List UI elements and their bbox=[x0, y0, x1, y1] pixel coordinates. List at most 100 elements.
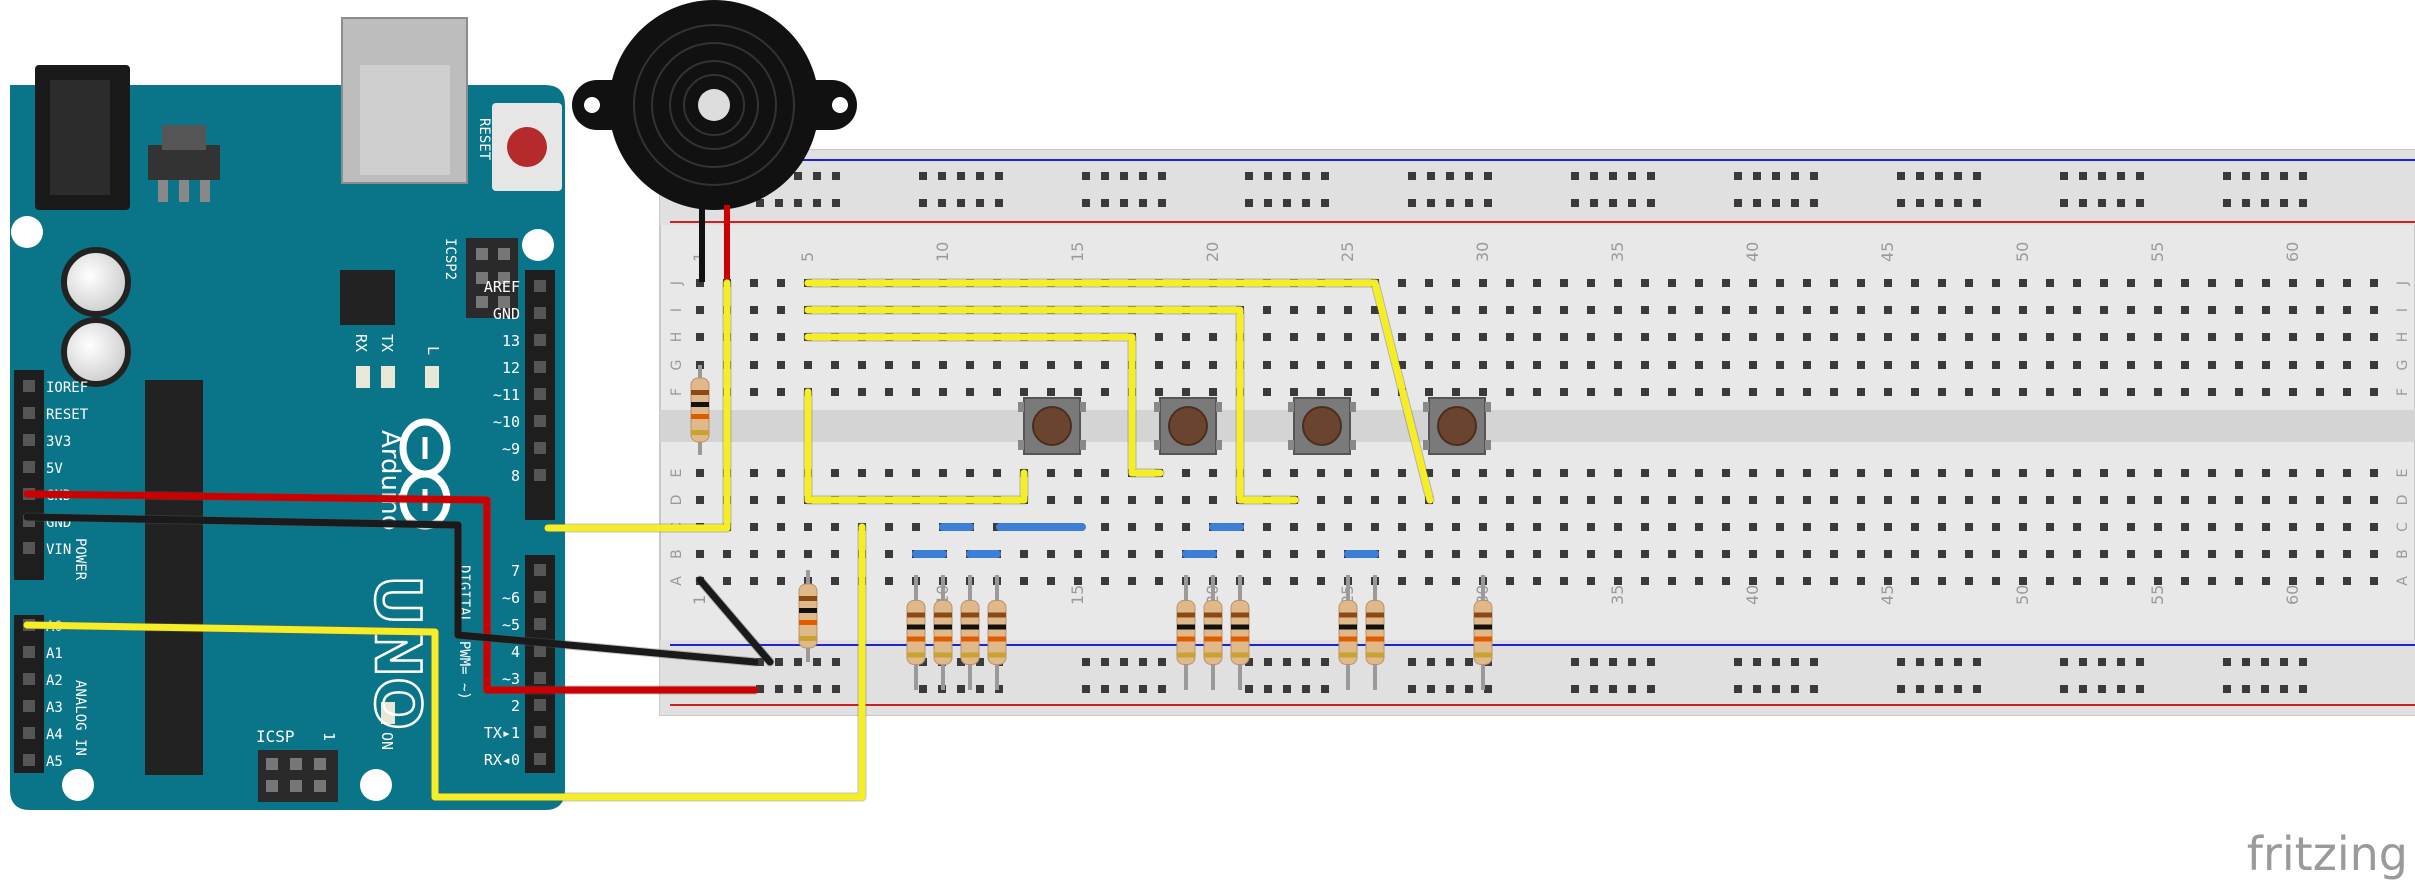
breadboard-hole bbox=[2100, 577, 2108, 585]
breadboard-hole bbox=[2127, 306, 2135, 314]
breadboard-hole bbox=[2235, 550, 2243, 558]
breadboard-hole bbox=[1641, 523, 1649, 531]
breadboard-hole bbox=[696, 496, 704, 504]
breadboard-hole bbox=[804, 361, 812, 369]
rail-hole bbox=[1245, 199, 1253, 207]
row-letter-right: F bbox=[2395, 388, 2411, 396]
rail-hole bbox=[1120, 685, 1128, 693]
breadboard-hole bbox=[2208, 361, 2216, 369]
black-gnd-wire bbox=[23, 513, 759, 666]
rail-hole bbox=[1321, 172, 1329, 180]
rail-hole bbox=[1753, 199, 1761, 207]
breadboard-hole bbox=[1317, 306, 1325, 314]
breadboard-hole bbox=[1560, 279, 1568, 287]
breadboard-hole bbox=[2046, 306, 2054, 314]
breadboard-hole bbox=[1560, 388, 1568, 396]
breadboard-hole bbox=[1479, 279, 1487, 287]
rail-hole bbox=[1139, 199, 1147, 207]
digital-pin-socket bbox=[534, 726, 546, 738]
rail-hole bbox=[1264, 199, 1272, 207]
breadboard-hole bbox=[2370, 550, 2378, 558]
breadboard-hole bbox=[2262, 550, 2270, 558]
rail-hole bbox=[813, 172, 821, 180]
rail-hole bbox=[1427, 685, 1435, 693]
breadboard-hole bbox=[1155, 523, 1163, 531]
breadboard-hole bbox=[1803, 550, 1811, 558]
breadboard-hole bbox=[2370, 496, 2378, 504]
center-channel bbox=[660, 410, 2415, 442]
resistor-band bbox=[1204, 624, 1222, 630]
button-leg bbox=[1485, 402, 1491, 412]
breadboard-hole bbox=[858, 469, 866, 477]
rail-hole bbox=[2098, 172, 2106, 180]
breadboard-hole bbox=[2019, 333, 2027, 341]
rail-hole bbox=[756, 658, 764, 666]
rail-hole bbox=[794, 199, 802, 207]
breadboard-hole bbox=[2289, 279, 2297, 287]
power-pin-socket bbox=[23, 542, 35, 554]
rail-hole bbox=[2060, 199, 2068, 207]
breadboard-hole bbox=[1992, 577, 2000, 585]
breadboard-hole bbox=[2019, 550, 2027, 558]
row-letter-left: E bbox=[669, 469, 685, 478]
breadboard-hole bbox=[2208, 279, 2216, 287]
rail-hole bbox=[775, 658, 783, 666]
on-led bbox=[381, 702, 395, 724]
breadboard-hole bbox=[2316, 388, 2324, 396]
rail-hole bbox=[1446, 658, 1454, 666]
breadboard-hole bbox=[1641, 469, 1649, 477]
breadboard-hole bbox=[1344, 306, 1352, 314]
rail-hole bbox=[1484, 685, 1492, 693]
push-button bbox=[1018, 397, 1086, 455]
rail-hole bbox=[1321, 685, 1329, 693]
breadboard-hole bbox=[2262, 333, 2270, 341]
breadboard-hole bbox=[1884, 388, 1892, 396]
breadboard-hole bbox=[2073, 550, 2081, 558]
breadboard-hole bbox=[1587, 388, 1595, 396]
breadboard-hole bbox=[1506, 577, 1514, 585]
breadboard-hole bbox=[1317, 388, 1325, 396]
breadboard-hole bbox=[1695, 306, 1703, 314]
breadboard-hole bbox=[696, 333, 704, 341]
breadboard-hole bbox=[966, 361, 974, 369]
breadboard-hole bbox=[939, 469, 947, 477]
rail-hole bbox=[2136, 199, 2144, 207]
resistor bbox=[960, 575, 980, 690]
breadboard-hole bbox=[1020, 361, 1028, 369]
icsp-pin bbox=[314, 758, 326, 770]
breadboard-hole bbox=[2316, 279, 2324, 287]
breadboard-hole bbox=[1425, 469, 1433, 477]
breadboard-hole bbox=[1479, 361, 1487, 369]
row-letter-right: G bbox=[2395, 360, 2411, 371]
rail-hole bbox=[1609, 685, 1617, 693]
breadboard-hole bbox=[2127, 550, 2135, 558]
breadboard-hole bbox=[1938, 388, 1946, 396]
breadboard-hole bbox=[2073, 279, 2081, 287]
breadboard-hole bbox=[1317, 469, 1325, 477]
breadboard-hole bbox=[1182, 469, 1190, 477]
breadboard-hole bbox=[2181, 496, 2189, 504]
analog-pin-label: A5 bbox=[46, 754, 63, 770]
breadboard-hole bbox=[2235, 388, 2243, 396]
breadboard-hole bbox=[2262, 388, 2270, 396]
breadboard-hole bbox=[1047, 496, 1055, 504]
rail-hole bbox=[1647, 685, 1655, 693]
capacitor-2 bbox=[61, 317, 131, 387]
resistor-band bbox=[988, 636, 1006, 642]
breadboard-hole bbox=[1047, 361, 1055, 369]
breadboard-hole bbox=[1614, 469, 1622, 477]
breadboard-hole bbox=[2181, 279, 2189, 287]
breadboard-hole bbox=[1155, 333, 1163, 341]
rail-hole bbox=[1101, 685, 1109, 693]
digital-pin-socket bbox=[534, 672, 546, 684]
resistor-band bbox=[1231, 636, 1249, 642]
breadboard-hole bbox=[1695, 550, 1703, 558]
breadboard-hole bbox=[2262, 496, 2270, 504]
breadboard-hole bbox=[1884, 361, 1892, 369]
rail-hole bbox=[1810, 685, 1818, 693]
rail-hole bbox=[1734, 658, 1742, 666]
rail-hole bbox=[832, 658, 840, 666]
button-leg bbox=[1350, 402, 1356, 412]
column-number-top: 15 bbox=[1068, 242, 1087, 262]
resistor bbox=[987, 575, 1007, 690]
